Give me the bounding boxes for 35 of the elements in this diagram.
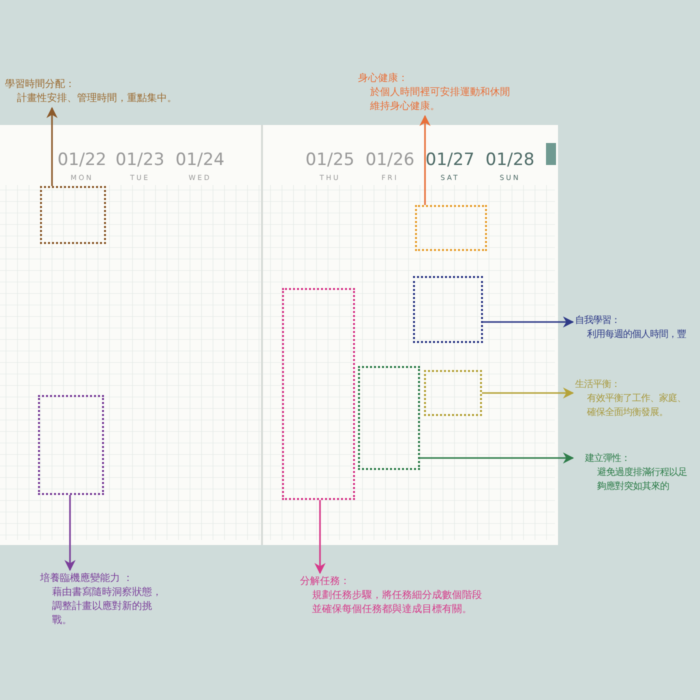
annotation-heading: 生活平衡： [575,378,621,392]
arrow [46,106,58,186]
annotation-body: 有效平衡了工作、家庭、確保全面均衡發展。 [587,392,687,420]
annotation-heading: 培養臨機應變能力 ： [40,572,134,586]
arrow [314,500,326,574]
annotation-body: 於個人時間裡可安排運動和休閒維持身心健康。 [370,86,511,114]
date-label: 01/28 [486,150,534,170]
date-label: 01/22 [58,150,106,170]
dotted-highlight-box [358,366,420,470]
date-label: 01/25 [306,150,354,170]
arrow [483,316,574,328]
annotation-heading: 建立彈性： [585,452,631,466]
annotation-heading: 學習時間分配： [5,78,76,92]
arrow [419,114,431,205]
arrow [420,452,574,464]
annotation-body: 藉由書寫隨時洞察狀態，調整計畫以應對新的挑戰。 [52,586,163,628]
date-label: 01/24 [176,150,224,170]
dotted-highlight-box [413,276,483,343]
dotted-highlight-box [38,395,104,495]
annotation-body: 利用每週的個人時間，豐 [587,328,687,342]
dotted-highlight-box [282,288,355,500]
date-label: 01/23 [116,150,164,170]
dotted-highlight-box [415,205,487,251]
dotted-highlight-box [40,186,106,244]
annotation-heading: 分解任務： [300,575,351,589]
annotation-body: 規劃任務步驟，將任務細分成數個階段並確保每個任務都與達成目標有關。 [312,589,483,617]
arrow [64,495,76,572]
date-label: 01/27 [426,150,474,170]
date-label: 01/26 [366,150,414,170]
dotted-highlight-box [424,370,482,416]
annotation-body: 計畫性安排、管理時間，重點集中。 [17,92,178,106]
annotation-heading: 自我學習： [575,314,621,328]
arrow [482,387,574,399]
annotation-heading: 身心健康： [358,72,409,86]
annotation-body: 避免過度排滿行程以足夠應對突如其來的 [597,466,688,494]
